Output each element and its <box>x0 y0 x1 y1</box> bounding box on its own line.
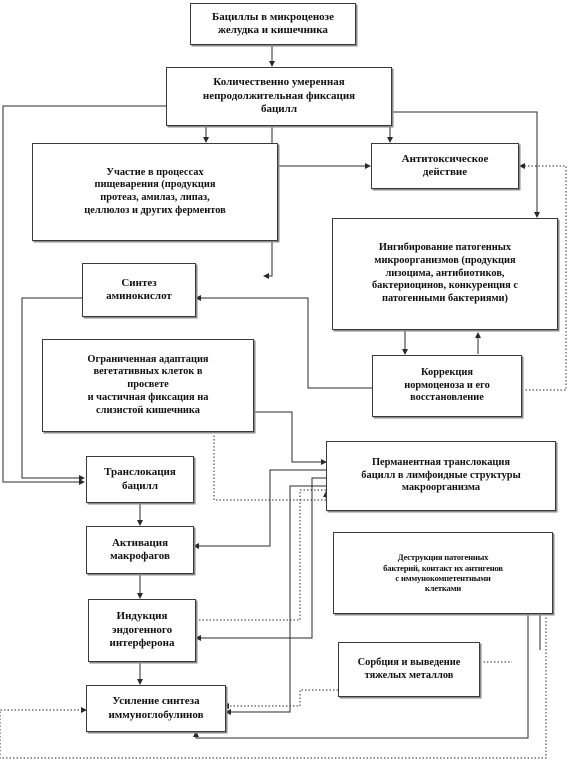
arrow-fixation-to-translocation <box>2 105 166 485</box>
dotted-correction-to-antitoxic <box>519 163 567 391</box>
dotted-permanent-to-induction <box>196 489 326 621</box>
immuno-node: Усиление синтеза иммуноглобулинов <box>86 685 226 732</box>
correction-node-text: Коррекция нормоценоза и его восстановлен… <box>404 366 490 404</box>
arrow-correction-to-aminoacid <box>195 295 372 389</box>
induction-node-text: Индукция эндогенного интерферона <box>109 610 175 650</box>
aminoacid-node-text: Синтез аминокислот <box>106 276 172 302</box>
adaptation-node: Ограниченная адаптация вегетативных клет… <box>42 339 254 432</box>
fixation-node: Количественно умеренная непродолжительна… <box>166 67 392 126</box>
arrow-permanent-to-immuno <box>225 485 326 715</box>
antitoxic-node-text: Антитоксическое действие <box>401 152 489 178</box>
inhibition-node-text: Ингибирование патогенных микроорганизмов… <box>371 242 518 305</box>
destruction-node-text: Деструкция патогенных бактерий, контакт … <box>383 552 503 594</box>
arrow-aminoacid-to-translocation <box>21 297 85 481</box>
arrow-adaptation-to-permanent <box>254 411 327 465</box>
arrow-fixation-to-inhibition <box>390 111 540 218</box>
correction-node: Коррекция нормоценоза и его восстановлен… <box>372 355 522 417</box>
inhibition-node: Ингибирование патогенных микроорганизмов… <box>332 218 558 330</box>
permanent-node-text: Перманентная транслокация бацилл в лимфо… <box>361 456 521 494</box>
arrow-permanent-to-induction <box>195 477 326 641</box>
dotted-sorption-to-immuno <box>223 689 338 709</box>
digestion-node: Участие в процессах пищеварения (продукц… <box>32 143 278 241</box>
arrow-destruction-to-immuno <box>193 614 529 739</box>
translocation-node: Транслокация бацилл <box>86 456 194 503</box>
arrow-permanent-to-activation <box>193 469 326 549</box>
adaptation-node-text: Ограниченная адаптация вегетативных клет… <box>87 353 209 416</box>
translocation-node-text: Транслокация бацилл <box>104 466 176 492</box>
induction-node: Индукция эндогенного интерферона <box>88 599 196 662</box>
sorption-node-text: Сорбция и выведение тяжелых металлов <box>357 656 461 681</box>
fixation-node-text: Количественно умеренная непродолжительна… <box>202 76 356 116</box>
aminoacid-node: Синтез аминокислот <box>82 263 196 317</box>
digestion-node-text: Участие в процессах пищеварения (продукц… <box>84 166 226 216</box>
dotted-destruction-line <box>0 614 547 759</box>
root-node: Бациллы в микроценозе желудка и кишечник… <box>190 3 356 45</box>
destruction-node: Деструкция патогенных бактерий, контакт … <box>333 532 553 614</box>
dotted-adaptation-to-permanent <box>213 432 329 501</box>
activation-node-text: Активация макрофагов <box>110 536 170 562</box>
sorption-node: Сорбция и выведение тяжелых металлов <box>338 642 480 697</box>
antitoxic-node: Антитоксическое действие <box>371 143 519 189</box>
immuno-node-text: Усиление синтеза иммуноглобулинов <box>108 695 204 721</box>
permanent-node: Перманентная транслокация бацилл в лимфо… <box>326 441 556 511</box>
root-node-text: Бациллы в микроценозе желудка и кишечник… <box>212 10 334 36</box>
activation-node: Активация макрофагов <box>86 526 194 574</box>
